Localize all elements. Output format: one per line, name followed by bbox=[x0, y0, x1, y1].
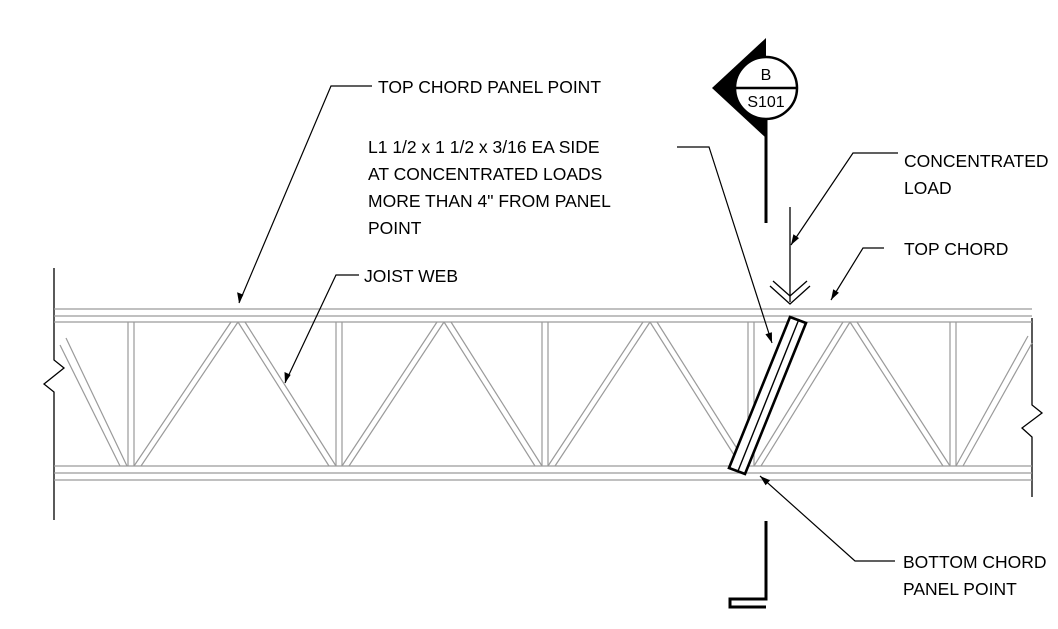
load-arrow-head bbox=[769, 280, 811, 305]
joist-web-label: JOIST WEB bbox=[364, 266, 458, 286]
concentrated-load-label-line-1: CONCENTRATED bbox=[904, 151, 1049, 171]
leader-lines bbox=[238, 85, 898, 562]
section-marker-letter: B bbox=[761, 67, 772, 84]
section-marker[interactable]: B S101 bbox=[712, 38, 799, 138]
angle-note-line-1: L1 1/2 x 1 1/2 x 3/16 EA SIDE bbox=[368, 137, 600, 157]
angle-note-line-4: POINT bbox=[368, 218, 422, 238]
left-break-line bbox=[42, 268, 66, 520]
right-break-line bbox=[1020, 318, 1044, 497]
concentrated-load-label-line-2: LOAD bbox=[904, 178, 952, 198]
angle-note-line-2: AT CONCENTRATED LOADS bbox=[368, 164, 602, 184]
bottom-chord-panel-point-label-line-1: BOTTOM CHORD bbox=[903, 552, 1047, 572]
joist-web-members bbox=[59, 321, 1033, 467]
bottom-chord-panel-point-label-line-2: PANEL POINT bbox=[903, 579, 1017, 599]
section-cut-line-bottom bbox=[728, 521, 768, 609]
section-marker-sheet: S101 bbox=[747, 94, 784, 111]
angle-note-line-3: MORE THAN 4" FROM PANEL bbox=[368, 191, 611, 211]
bottom-chord bbox=[54, 465, 1032, 481]
top-chord-label: TOP CHORD bbox=[904, 239, 1008, 259]
added-angle-leg bbox=[737, 318, 800, 472]
top-chord bbox=[54, 308, 1032, 323]
top-chord-panel-point-label: TOP CHORD PANEL POINT bbox=[378, 77, 601, 97]
added-angle-member bbox=[727, 315, 808, 476]
leader-arrowheads bbox=[237, 234, 839, 486]
